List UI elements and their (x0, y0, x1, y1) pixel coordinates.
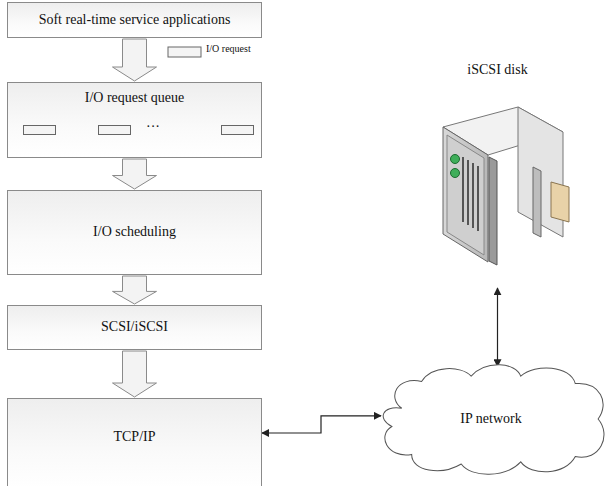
cloud-node: IP network (372, 360, 610, 478)
process-box: I/O scheduling (7, 190, 262, 275)
node-label: IP network (460, 411, 521, 428)
server-illustration (423, 87, 573, 277)
node-label: TCP/IP (113, 429, 155, 446)
disk-node: iSCSI disk (420, 62, 575, 287)
node-label: Soft real-time service applications (39, 12, 231, 29)
node-heading: iSCSI disk (467, 62, 527, 79)
node-label: I/O scheduling (93, 224, 176, 241)
request-item (98, 125, 131, 135)
network-link (497, 288, 498, 366)
request-item (221, 125, 254, 135)
ellipsis-label: ··· (146, 119, 160, 136)
block-arrow (113, 39, 157, 81)
node-label: SCSI/iSCSI (101, 319, 168, 336)
block-arrow (113, 351, 157, 397)
process-box: SCSI/iSCSI (7, 305, 262, 350)
item-label: I/O request (206, 43, 251, 55)
request-item (23, 125, 56, 135)
network-link (262, 416, 381, 433)
block-arrow (113, 276, 157, 304)
request-item (168, 47, 201, 57)
queue-box: I/O request queue ··· (7, 82, 262, 158)
process-box: TCP/IP (7, 398, 262, 486)
node-label: I/O request queue (85, 90, 185, 107)
block-arrow (113, 159, 157, 189)
process-box: Soft real-time service applications (7, 2, 262, 38)
